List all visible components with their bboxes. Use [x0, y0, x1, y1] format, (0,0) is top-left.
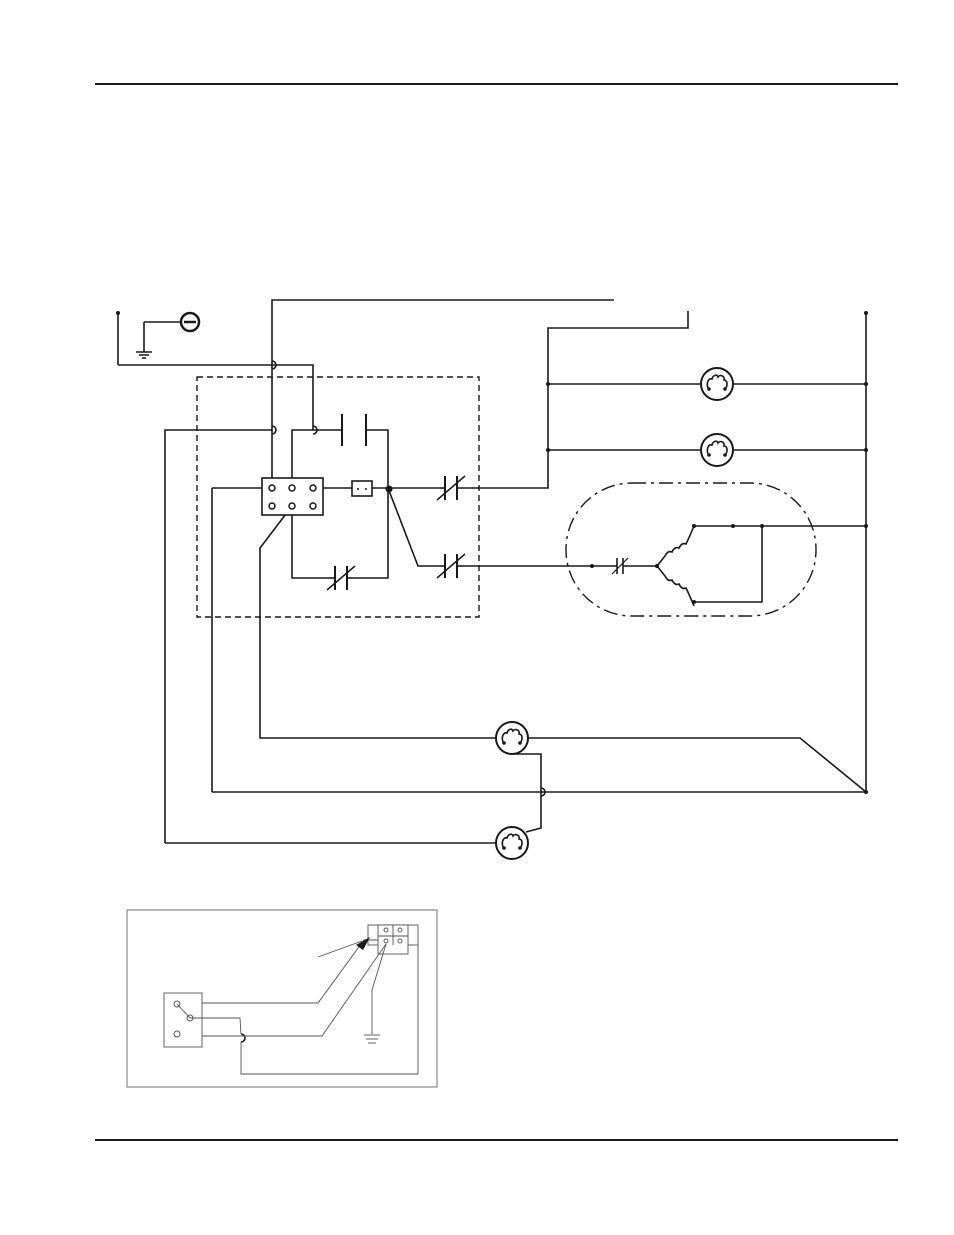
motor-enclosure [566, 483, 816, 616]
ground-symbol-icon [364, 1035, 380, 1043]
capacitor-icon [612, 558, 628, 574]
relay-contact-icon [327, 476, 465, 590]
main-schematic [118, 300, 866, 843]
overload-icon [352, 481, 372, 496]
heater-lamp-icon [496, 827, 528, 859]
pilot-light-icon [701, 434, 733, 466]
switch-block [164, 993, 202, 1047]
inset-wiring [127, 910, 437, 1087]
heater-lamp-icon [496, 722, 528, 754]
relay-contact-icon [342, 414, 366, 446]
ground-terminal-icon [136, 313, 199, 358]
relay-terminal-block [262, 478, 323, 515]
motor-winding-icon [657, 526, 694, 606]
footer-rule [95, 1139, 898, 1141]
pilot-light-icon [701, 368, 733, 400]
